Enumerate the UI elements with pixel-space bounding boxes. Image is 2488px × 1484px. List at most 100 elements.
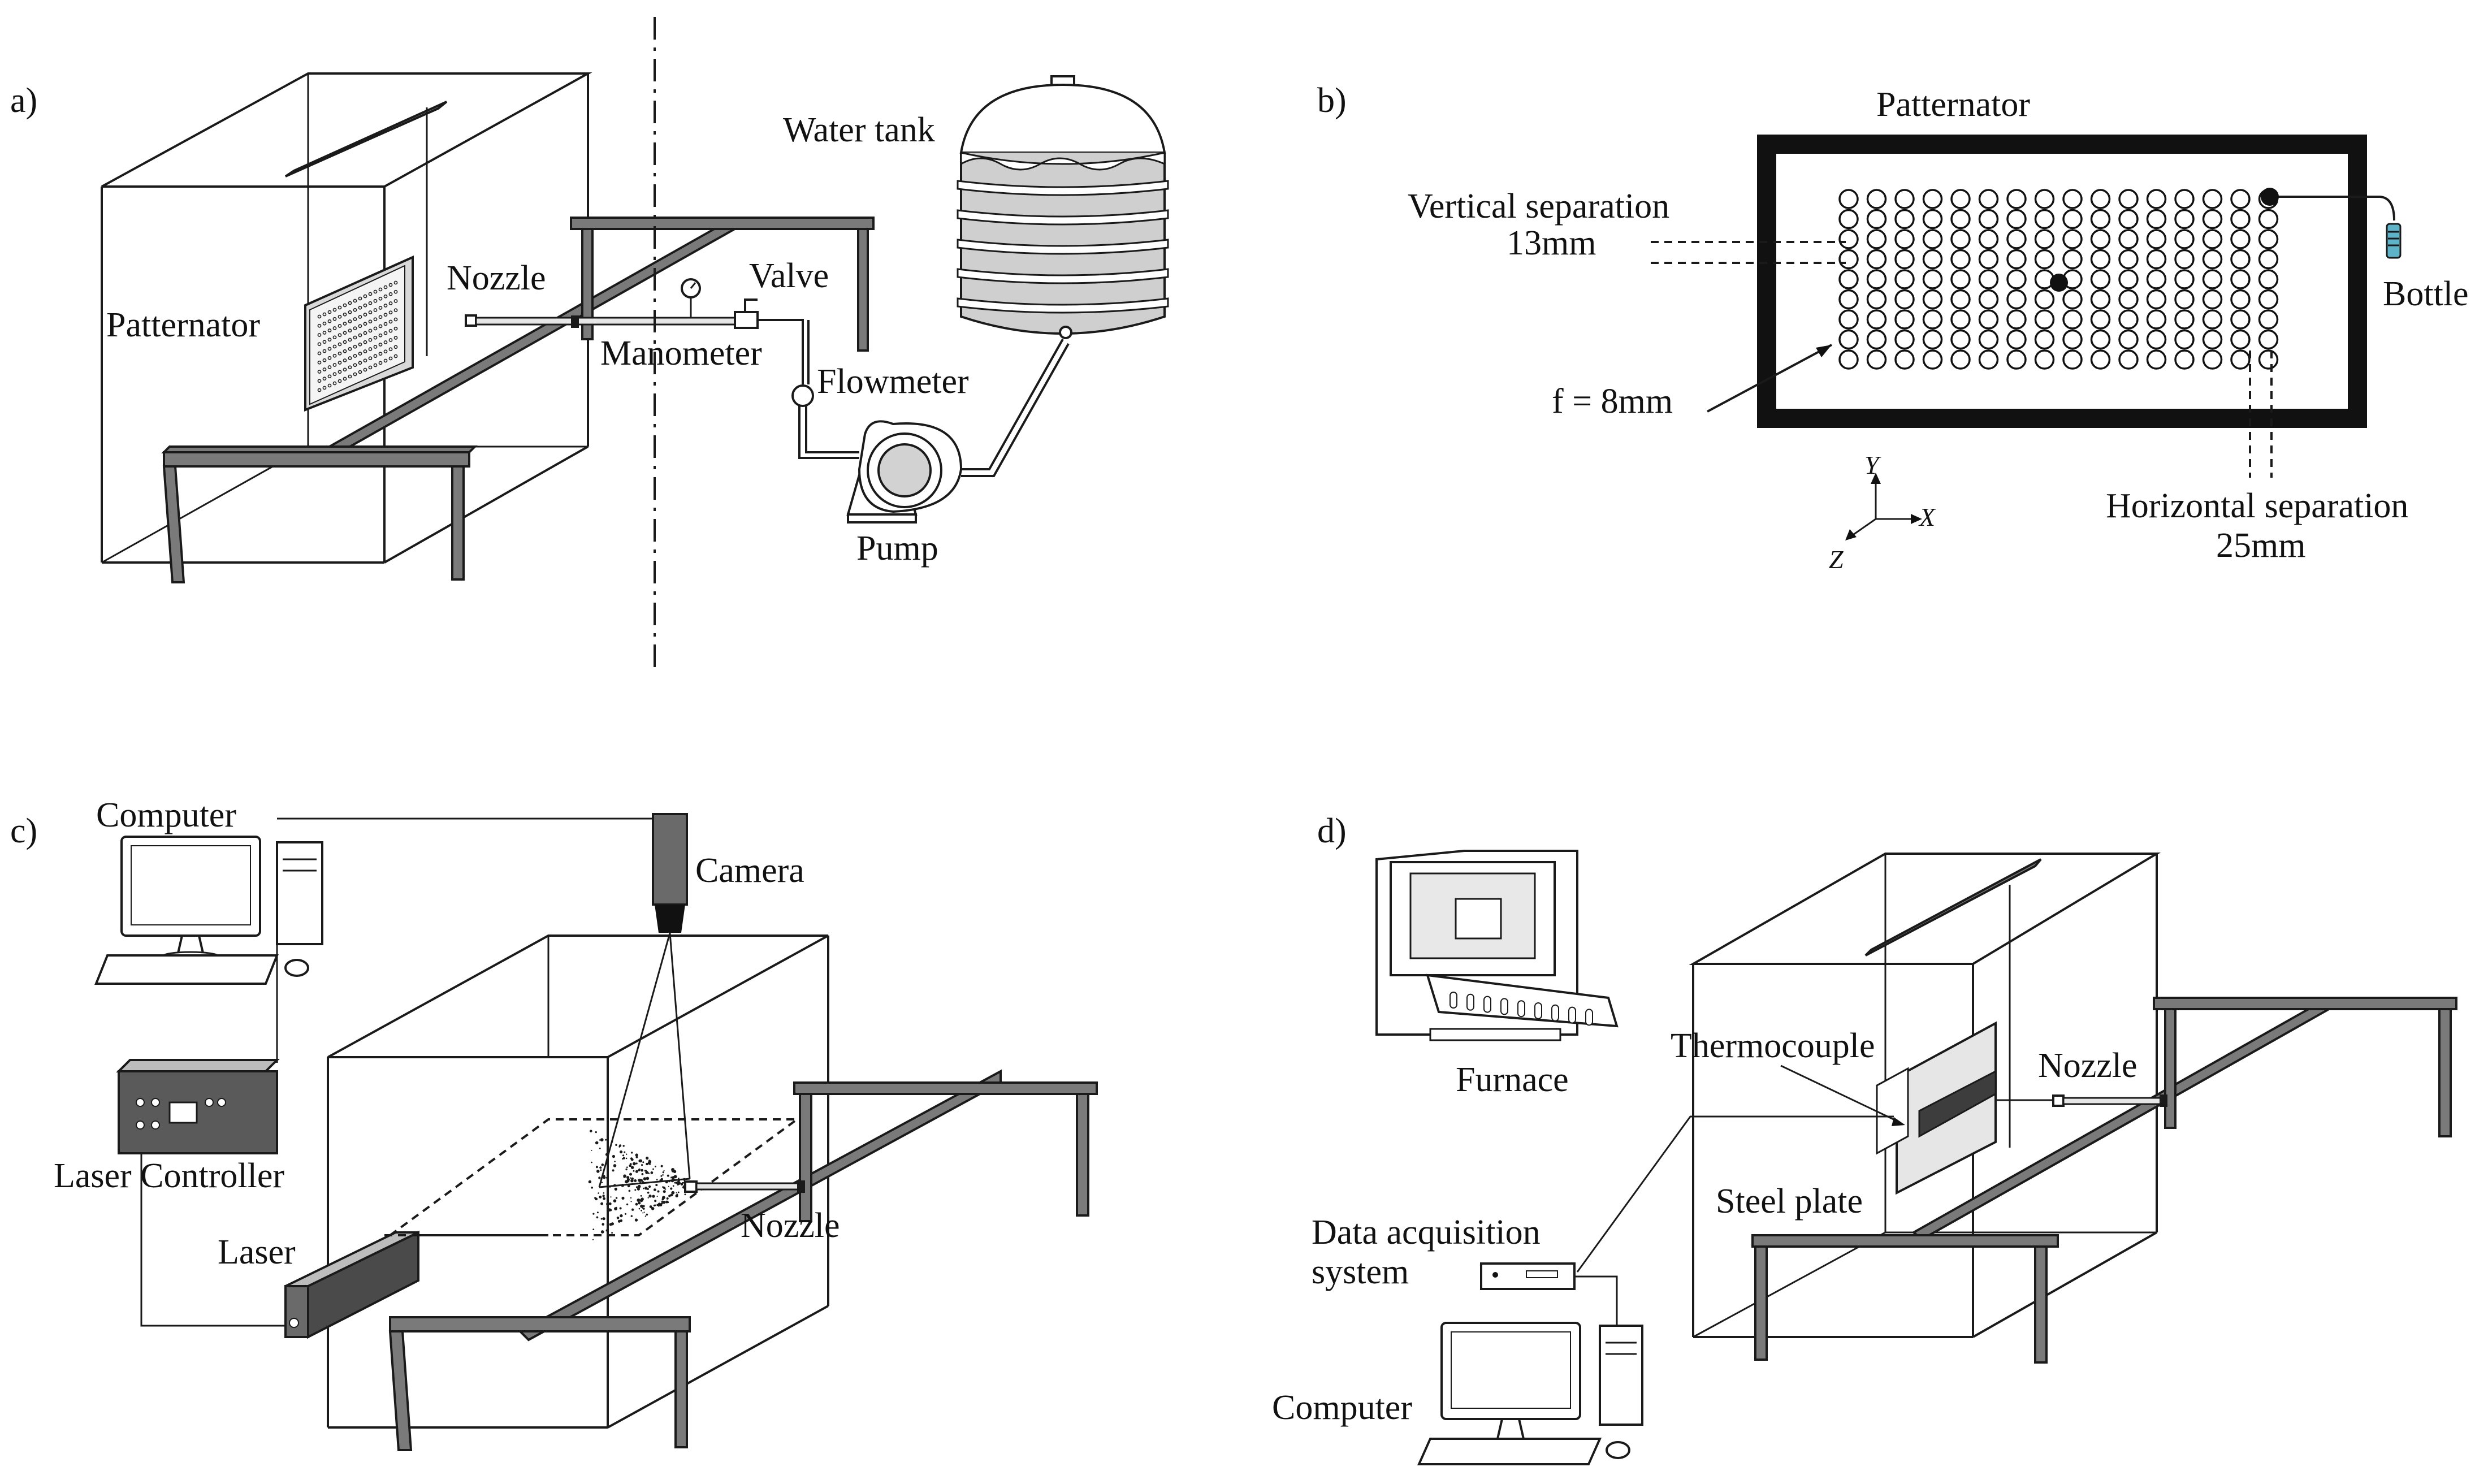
patternator-hole	[2062, 209, 2083, 230]
patternator-hole	[1922, 209, 1943, 230]
patternator-hole	[2230, 209, 2251, 230]
patternator-hole	[1922, 329, 1943, 350]
controller-box-icon	[118, 1070, 278, 1154]
panel-d-tag: d)	[1317, 812, 1347, 850]
patternator-hole	[2034, 349, 2055, 370]
patternator-hole	[2146, 249, 2167, 270]
patternator-hole	[2034, 309, 2055, 330]
spray-cloud	[588, 1130, 688, 1240]
label-vertical-value: 13mm	[1507, 224, 1596, 262]
patternator-hole	[1894, 349, 1915, 370]
patternator-hole	[2034, 189, 2055, 209]
patternator-hole	[1978, 249, 1999, 270]
patternator-hole	[1950, 209, 1971, 230]
top-rail	[284, 101, 448, 178]
pc-tower-icon	[276, 841, 323, 945]
patternator-hole	[2202, 289, 2223, 310]
patternator-hole	[2062, 189, 2083, 209]
patternator-hole	[1866, 309, 1887, 330]
spray-chamber-box	[101, 72, 592, 564]
patternator-hole	[2174, 229, 2195, 249]
label-horizontal-separation: Horizontal separation	[2106, 487, 2408, 525]
patternator-hole	[2118, 249, 2139, 270]
nozzle-tip	[465, 314, 477, 327]
patternator-hole	[1894, 229, 1915, 249]
panel-b: b) Patternator Vertical separation 13mm …	[1317, 81, 2469, 574]
patternator-hole	[1950, 249, 1971, 270]
patternator-hole	[1838, 349, 1859, 370]
test-chamber-box-c	[327, 934, 829, 1429]
axis-label-x: X	[1918, 503, 1936, 531]
support-table-front-c	[388, 1316, 691, 1451]
patternator-plate	[304, 255, 414, 412]
patternator-hole	[2118, 189, 2139, 209]
label-camera: Camera	[695, 851, 804, 890]
patternator-hole	[2202, 249, 2223, 270]
tank-bands	[957, 180, 1169, 314]
patternator-hole	[2006, 309, 2027, 330]
patternator-hole	[2062, 309, 2083, 330]
patternator-hole	[2258, 289, 2279, 310]
patternator-hole	[2202, 329, 2223, 350]
panel-d: d)	[1272, 812, 2457, 1465]
pump	[846, 339, 1070, 523]
patternator-hole	[2146, 349, 2167, 370]
patternator-hole	[2258, 249, 2279, 270]
valve-body	[734, 311, 759, 329]
patternator-hole	[1978, 309, 1999, 330]
patternator-hole	[1950, 329, 1971, 350]
patternator-hole	[2118, 229, 2139, 249]
patternator-hole	[1866, 249, 1887, 270]
nozzle-d	[2052, 1094, 2065, 1107]
label-patternator-a: Patternator	[106, 306, 260, 344]
label-daq-line1: Data acquisition	[1312, 1213, 1541, 1252]
patternator-hole	[2146, 269, 2167, 289]
mouse-icon	[284, 959, 309, 977]
label-laser-controller: Laser Controller	[54, 1157, 284, 1195]
patternator-hole-grid	[1838, 189, 2279, 370]
patternator-hole	[2062, 249, 2083, 270]
patternator-hole	[1866, 289, 1887, 310]
mouse-icon-d	[1606, 1441, 1630, 1459]
patternator-hole	[2174, 209, 2195, 230]
patternator-hole	[2062, 349, 2083, 370]
patternator-hole	[1978, 329, 1999, 350]
panel-a: a)	[10, 17, 1169, 673]
patternator-hole	[1922, 249, 1943, 270]
computer-d	[1417, 1322, 1643, 1465]
patternator-hole	[2006, 229, 2027, 249]
patternator-hole	[1866, 269, 1887, 289]
label-nozzle-c: Nozzle	[741, 1206, 840, 1245]
patternator-hole	[1894, 249, 1915, 270]
patternator-hole	[2174, 189, 2195, 209]
label-vertical-separation: Vertical separation	[1408, 187, 1669, 226]
patternator-hole	[2118, 329, 2139, 350]
steel-plate-assembly	[1876, 1021, 1997, 1195]
patternator-hole	[2174, 329, 2195, 350]
patternator-hole	[2118, 289, 2139, 310]
label-laser: Laser	[218, 1233, 296, 1271]
patternator-hole-array	[317, 280, 398, 392]
label-nozzle-d: Nozzle	[2038, 1046, 2137, 1085]
nozzle-assembly	[465, 278, 859, 459]
patternator-hole	[1866, 349, 1887, 370]
patternator-hole	[2258, 229, 2279, 249]
support-table-back	[570, 217, 875, 352]
nozzle-c	[684, 1180, 698, 1193]
patternator-hole	[2034, 329, 2055, 350]
computer-c	[94, 836, 323, 985]
label-steel-plate: Steel plate	[1716, 1182, 1863, 1221]
patternator-hole	[2062, 229, 2083, 249]
bottle-tube	[2270, 196, 2395, 221]
patternator-hole	[2230, 329, 2251, 350]
laser-controller	[116, 944, 285, 1327]
patternator-hole	[2118, 309, 2139, 330]
patternator-hole	[2258, 349, 2279, 370]
patternator-hole	[2090, 289, 2111, 310]
panel-c-tag: c)	[10, 812, 37, 850]
patternator-hole	[1950, 189, 1971, 209]
patternator-hole	[1866, 189, 1887, 209]
keyboard-icon-d	[1417, 1438, 1602, 1465]
patternator-hole	[2034, 249, 2055, 270]
